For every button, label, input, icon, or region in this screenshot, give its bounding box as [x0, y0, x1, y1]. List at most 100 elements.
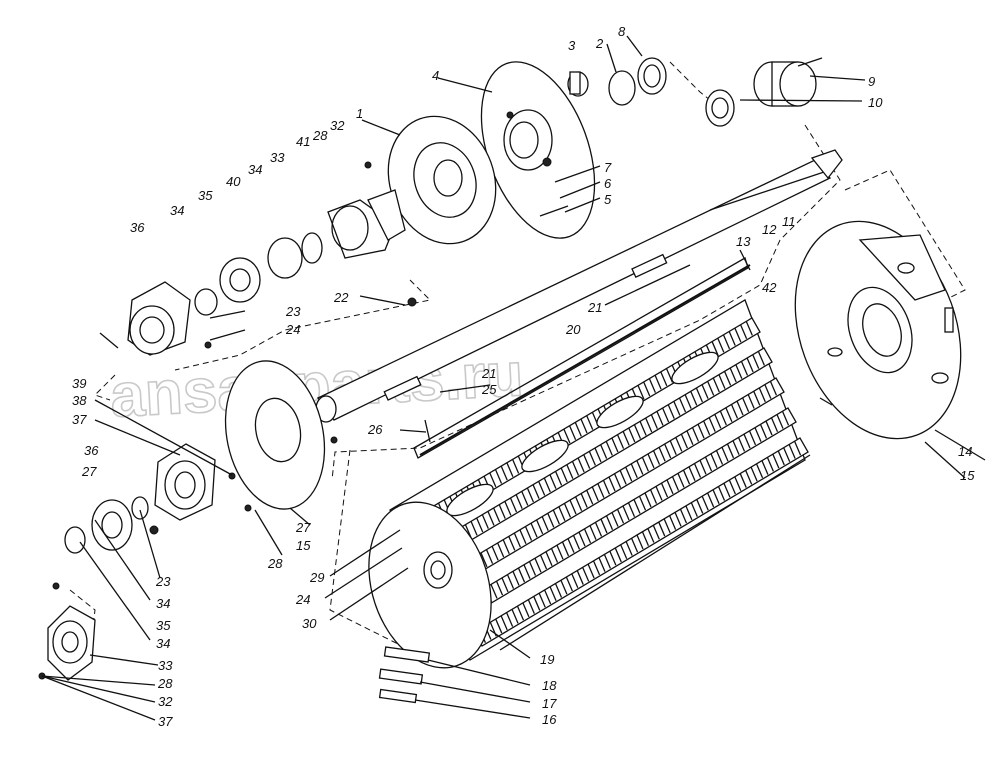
rasp-bar-rib	[589, 525, 597, 540]
rasp-bar-rib	[470, 521, 478, 536]
rasp-bar-rib	[674, 512, 682, 527]
rasp-bar-rib	[500, 465, 508, 481]
rasp-bar-rib	[493, 507, 501, 523]
rasp-bar-rib	[637, 385, 645, 400]
rasp-bar-rib	[717, 486, 726, 501]
rasp-bar-rib	[699, 460, 707, 475]
rasp-bar-rib	[619, 470, 627, 485]
rasp-bar-rib	[539, 554, 548, 570]
callout-16: 16	[542, 712, 557, 727]
callout-17: 17	[542, 696, 557, 711]
callout-2: 2	[595, 36, 604, 51]
rasp-bar-rib	[638, 495, 647, 511]
pulley-disc	[480, 61, 596, 239]
rasp-bar-rib	[586, 489, 594, 505]
rasp-bar-rib	[633, 499, 641, 514]
callout-3: 3	[568, 38, 576, 53]
rasp-bar-rib	[516, 605, 525, 621]
callout-1: 1	[356, 106, 363, 121]
threshing-drum	[368, 257, 811, 669]
callout-9: 9	[868, 74, 875, 89]
rasp-bar-rib	[656, 411, 664, 426]
callout-15: 15	[296, 538, 311, 553]
rasp-bar-rib	[736, 400, 744, 416]
rasp-bar-rib	[577, 457, 585, 473]
rasp-bar-rib	[734, 327, 742, 343]
rasp-bar-rib	[641, 456, 649, 472]
rasp-bar-rib	[652, 450, 661, 465]
rasp-bar-rib	[481, 514, 489, 529]
rasp-bar-rib	[690, 391, 698, 406]
callout-29: 29	[309, 570, 324, 585]
rasp-bar-rib	[678, 397, 687, 413]
rasp-bar-rib	[625, 466, 633, 482]
callout-21: 21	[481, 366, 496, 381]
rasp-bar-rib	[658, 447, 666, 462]
rasp-bar-rib	[572, 535, 581, 550]
rasp-bar-rib	[521, 491, 529, 506]
rasp-bar-rib	[494, 469, 503, 484]
rasp-bar-rib	[745, 321, 753, 336]
rasp-bar-rib	[491, 546, 499, 561]
callout-28: 28	[312, 128, 328, 143]
rasp-bar-rib	[748, 430, 757, 446]
rasp-bar-rib	[512, 571, 520, 586]
rasp-bar-rib	[628, 427, 636, 443]
rasp-bar-rib	[667, 404, 675, 419]
rasp-bar-rib	[501, 577, 509, 593]
rasp-bar-rib	[522, 602, 530, 618]
rasp-bar-rib	[770, 417, 779, 433]
callout-8: 8	[618, 24, 626, 39]
rasp-bar-rib	[737, 437, 746, 452]
callout-42: 42	[762, 280, 777, 295]
rasp-bar-rib	[498, 504, 506, 519]
rasp-bar-rib	[673, 401, 681, 416]
rasp-bar-rib	[625, 541, 633, 556]
rasp-bar-rib	[759, 424, 768, 439]
rasp-bar-rib	[580, 493, 588, 508]
callout-28: 28	[267, 556, 283, 571]
rasp-bar-rib	[506, 462, 514, 478]
callout-36: 36	[84, 443, 99, 458]
rasp-bar-rib	[703, 420, 711, 436]
rasp-bar-rib	[712, 377, 720, 393]
rasp-bar-rib	[549, 474, 557, 489]
rasp-bar-rib	[622, 505, 630, 521]
rasp-bar-rib	[793, 440, 802, 456]
rasp-bar-rib	[605, 441, 613, 456]
callout-26: 26	[367, 422, 383, 437]
rasp-bar-rib	[658, 521, 666, 537]
rasp-bar-rib	[765, 420, 773, 436]
callout-25: 25	[481, 382, 497, 397]
callout-32: 32	[158, 694, 173, 709]
rasp-bar-rib	[664, 443, 672, 459]
rasp-bar-rib	[583, 528, 592, 544]
rasp-bar-rib	[550, 548, 559, 563]
rasp-bar-rib	[662, 407, 670, 423]
rasp-bar-rib	[622, 431, 630, 446]
rasp-bar-rib	[691, 427, 700, 442]
fasteners	[38, 161, 833, 680]
rasp-bar-rib	[563, 428, 571, 444]
rasp-bar-rib	[704, 456, 713, 472]
rasp-bar-rib	[647, 453, 655, 469]
callout-19: 19	[540, 652, 554, 667]
rasp-bar-rib	[688, 466, 696, 482]
rasp-bar-rib	[487, 511, 495, 526]
rasp-bar-rib	[654, 374, 662, 390]
callout-22: 22	[333, 290, 349, 305]
rasp-bar-rib	[783, 447, 791, 462]
rasp-bar-rib	[582, 567, 590, 582]
rasp-bar-rib	[536, 519, 544, 535]
rasp-bar-rib	[608, 476, 616, 492]
rasp-bar-rib	[740, 361, 749, 376]
rasp-bar-rib	[495, 580, 504, 596]
rasp-bar-rib	[552, 509, 560, 525]
rasp-bar-rib	[558, 506, 566, 521]
rasp-bar-rib	[504, 501, 512, 516]
rasp-bar-rib	[495, 618, 503, 634]
rasp-bar-rib	[506, 574, 515, 589]
rasp-bar-rib	[645, 417, 653, 433]
callout-32: 32	[330, 118, 345, 133]
